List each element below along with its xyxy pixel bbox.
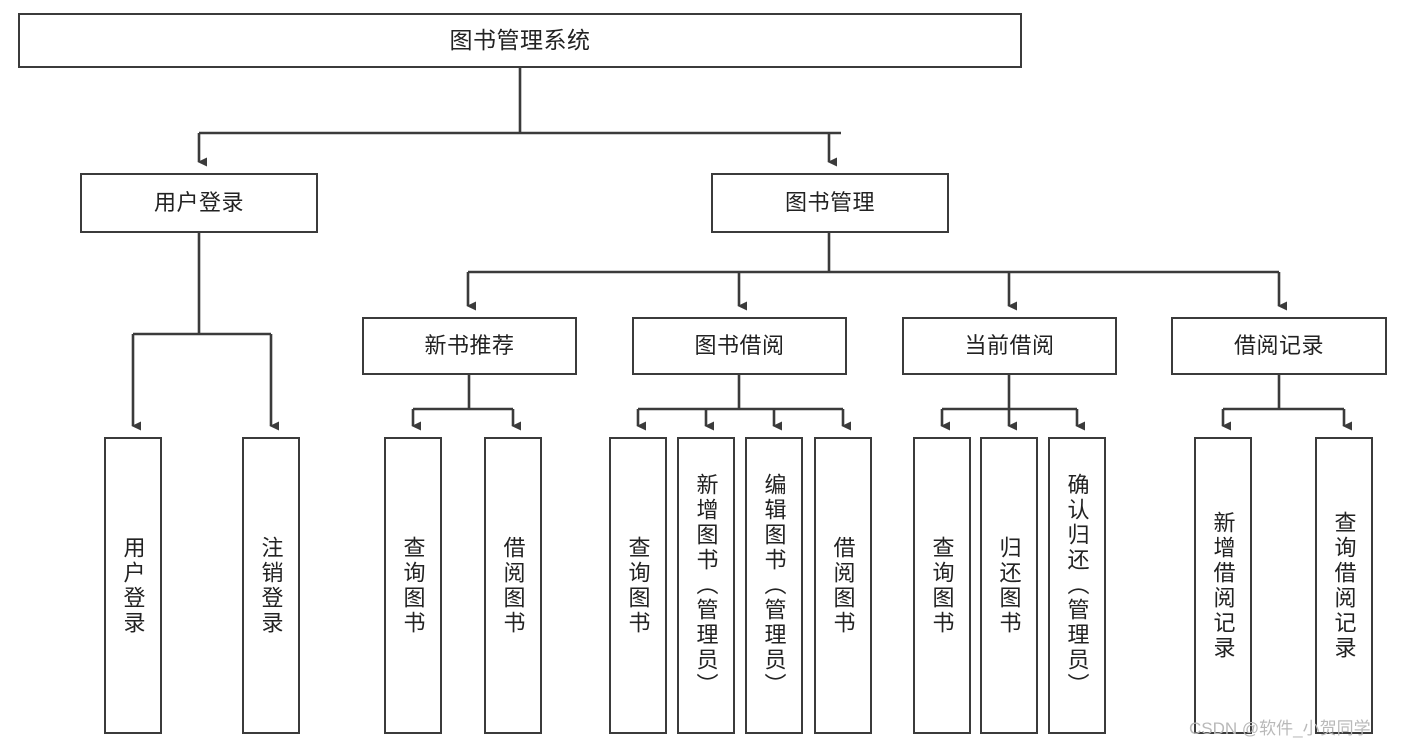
node-label: 确认归还（管理员） [1064, 473, 1090, 698]
leaf-user-logout[interactable]: 注销登录 [242, 437, 300, 734]
leaf-query-book-current[interactable]: 查询图书 [913, 437, 971, 734]
node-label: 借阅图书 [830, 535, 856, 636]
leaf-query-borrow-record[interactable]: 查询借阅记录 [1315, 437, 1373, 734]
leaf-confirm-return-admin[interactable]: 确认归还（管理员） [1048, 437, 1106, 734]
node-label: 新增借阅记录 [1210, 510, 1236, 661]
node-label: 查询图书 [625, 535, 651, 636]
node-user-login[interactable]: 用户登录 [80, 173, 318, 233]
node-book-management[interactable]: 图书管理 [711, 173, 949, 233]
node-label: 图书借阅 [694, 333, 785, 359]
leaf-query-book-borrow[interactable]: 查询图书 [609, 437, 667, 734]
node-label: 图书管理系统 [449, 26, 591, 53]
leaf-borrow-book[interactable]: 借阅图书 [814, 437, 872, 734]
node-label: 新书推荐 [424, 333, 515, 359]
node-label: 查询图书 [400, 535, 426, 636]
node-label: 归还图书 [996, 535, 1022, 636]
node-label: 查询借阅记录 [1331, 510, 1357, 661]
leaf-edit-book-admin[interactable]: 编辑图书（管理员） [745, 437, 803, 734]
leaf-return-book[interactable]: 归还图书 [980, 437, 1038, 734]
node-borrow-record[interactable]: 借阅记录 [1171, 317, 1387, 375]
node-label: 查询图书 [929, 535, 955, 636]
node-label: 编辑图书（管理员） [761, 473, 787, 698]
node-new-book-recommend[interactable]: 新书推荐 [362, 317, 577, 375]
watermark: CSDN @软件_小贺同学 [1189, 719, 1371, 738]
node-label: 注销登录 [258, 535, 284, 636]
leaf-user-login[interactable]: 用户登录 [104, 437, 162, 734]
node-label: 用户登录 [153, 190, 244, 216]
node-label: 图书管理 [784, 190, 875, 216]
node-label: 借阅记录 [1233, 333, 1324, 359]
leaf-add-borrow-record[interactable]: 新增借阅记录 [1194, 437, 1252, 734]
node-root-system[interactable]: 图书管理系统 [18, 13, 1022, 68]
leaf-borrow-book-recommend[interactable]: 借阅图书 [484, 437, 542, 734]
leaf-add-book-admin[interactable]: 新增图书（管理员） [677, 437, 735, 734]
node-label: 新增图书（管理员） [693, 473, 719, 698]
node-label: 用户登录 [120, 535, 146, 636]
node-book-borrow[interactable]: 图书借阅 [632, 317, 847, 375]
node-label: 借阅图书 [500, 535, 526, 636]
leaf-query-book-recommend[interactable]: 查询图书 [384, 437, 442, 734]
node-current-borrow[interactable]: 当前借阅 [902, 317, 1117, 375]
node-label: 当前借阅 [964, 333, 1055, 359]
